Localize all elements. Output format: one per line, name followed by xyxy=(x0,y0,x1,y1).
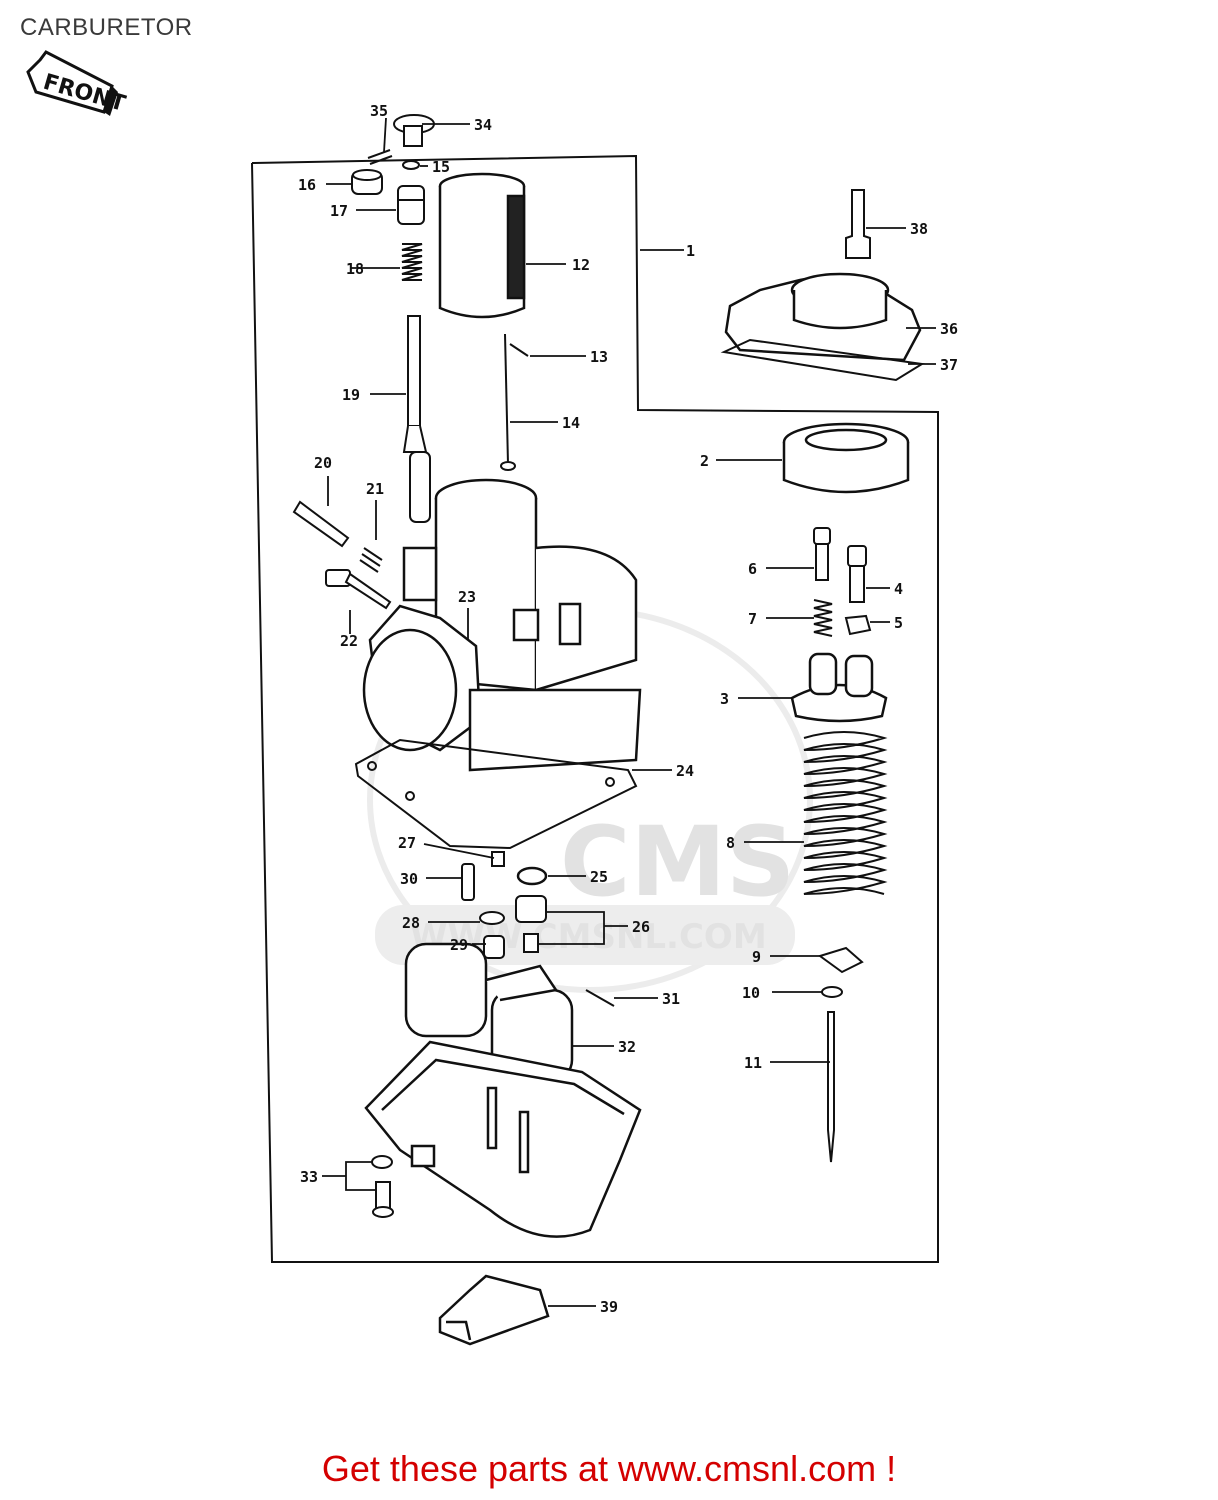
callout-31: 31 xyxy=(662,990,680,1008)
part-9-plate xyxy=(817,946,864,974)
callout-7: 7 xyxy=(748,610,757,628)
callout-29: 29 xyxy=(450,936,468,954)
callout-12: 12 xyxy=(572,256,590,274)
part-13-clip xyxy=(509,343,529,357)
callout-23: 23 xyxy=(458,588,476,606)
callout-26: 26 xyxy=(632,918,650,936)
part-26-seat xyxy=(515,895,547,953)
part-34-cap xyxy=(393,114,435,147)
part-5-nut xyxy=(844,614,872,636)
callout-32: 32 xyxy=(618,1038,636,1056)
part-30-jet xyxy=(461,863,475,901)
callout-19: 19 xyxy=(342,386,360,404)
part-27-valve xyxy=(491,851,505,867)
part-3-cap xyxy=(790,652,888,723)
callout-22: 22 xyxy=(340,632,358,650)
callout-labels: 1 2 3 4 5 6 7 8 9 10 11 12 13 14 15 16 1… xyxy=(298,102,958,1316)
part-24-gasket xyxy=(354,738,638,850)
callout-2: 2 xyxy=(700,452,709,470)
float-bowl xyxy=(364,1040,642,1238)
part-32-float xyxy=(404,942,574,1082)
part-11-needle xyxy=(827,1011,835,1163)
part-7-spring xyxy=(813,599,833,637)
part-38-rod xyxy=(845,189,871,259)
carburetor-body xyxy=(362,478,642,772)
callout-8: 8 xyxy=(726,834,735,852)
part-6-screw xyxy=(813,527,831,581)
part-2-ring-nut xyxy=(782,422,910,494)
part-39-boot xyxy=(438,1274,550,1346)
part-17-adjuster xyxy=(397,185,425,225)
callout-21: 21 xyxy=(366,480,384,498)
callout-10: 10 xyxy=(742,984,760,1002)
part-15-washer xyxy=(402,160,420,170)
part-20-screw xyxy=(292,500,350,548)
part-22-bolt xyxy=(325,569,392,610)
footer-link[interactable]: Get these parts at www.cmsnl.com ! xyxy=(321,1448,897,1489)
callout-33: 33 xyxy=(300,1168,318,1186)
part-12-throttle-valve xyxy=(438,172,526,319)
leader-lines xyxy=(322,117,936,1307)
part-29-jet xyxy=(483,935,505,959)
assembly-boundary xyxy=(251,154,939,1263)
callout-34: 34 xyxy=(474,116,492,134)
diagram-title: CARBURETOR xyxy=(20,14,193,41)
callout-1: 1 xyxy=(686,242,695,260)
callout-38: 38 xyxy=(910,220,928,238)
callout-9: 9 xyxy=(752,948,761,966)
callout-20: 20 xyxy=(314,454,332,472)
callout-6: 6 xyxy=(748,560,757,578)
callout-15: 15 xyxy=(432,158,450,176)
callout-14: 14 xyxy=(562,414,580,432)
part-31-pin xyxy=(585,989,615,1007)
part-36-top-cover xyxy=(724,272,922,362)
callout-16: 16 xyxy=(298,176,316,194)
callout-27: 27 xyxy=(398,834,416,852)
callout-18: 18 xyxy=(346,260,364,278)
callout-30: 30 xyxy=(400,870,418,888)
part-25-oring xyxy=(516,866,548,886)
part-21-spring xyxy=(359,547,383,573)
part-33-screw xyxy=(371,1155,394,1218)
callout-36: 36 xyxy=(940,320,958,338)
callout-35: 35 xyxy=(370,102,388,120)
part-19-cable xyxy=(402,315,431,523)
callout-39: 39 xyxy=(600,1298,618,1316)
carburetor-exploded-diagram: CMS WWW.CMSNL.COM FRONT xyxy=(26,50,958,1346)
callout-13: 13 xyxy=(590,348,608,366)
callout-37: 37 xyxy=(940,356,958,374)
part-8-spring xyxy=(803,731,888,895)
callout-11: 11 xyxy=(744,1054,762,1072)
callout-5: 5 xyxy=(894,614,903,632)
watermark-brand: CMS xyxy=(560,806,795,918)
callout-25: 25 xyxy=(590,868,608,886)
callout-24: 24 xyxy=(676,762,694,780)
callout-3: 3 xyxy=(720,690,729,708)
part-4-screw xyxy=(847,545,867,603)
part-14-jet-needle xyxy=(500,333,516,471)
part-28-washer xyxy=(479,911,505,925)
callout-28: 28 xyxy=(402,914,420,932)
part-10-clip xyxy=(821,986,843,998)
callout-17: 17 xyxy=(330,202,348,220)
part-35-clip xyxy=(367,149,393,165)
part-16-nut xyxy=(351,169,383,195)
front-arrow: FRONT xyxy=(26,50,128,117)
callout-4: 4 xyxy=(894,580,903,598)
part-18-spring xyxy=(401,243,423,281)
